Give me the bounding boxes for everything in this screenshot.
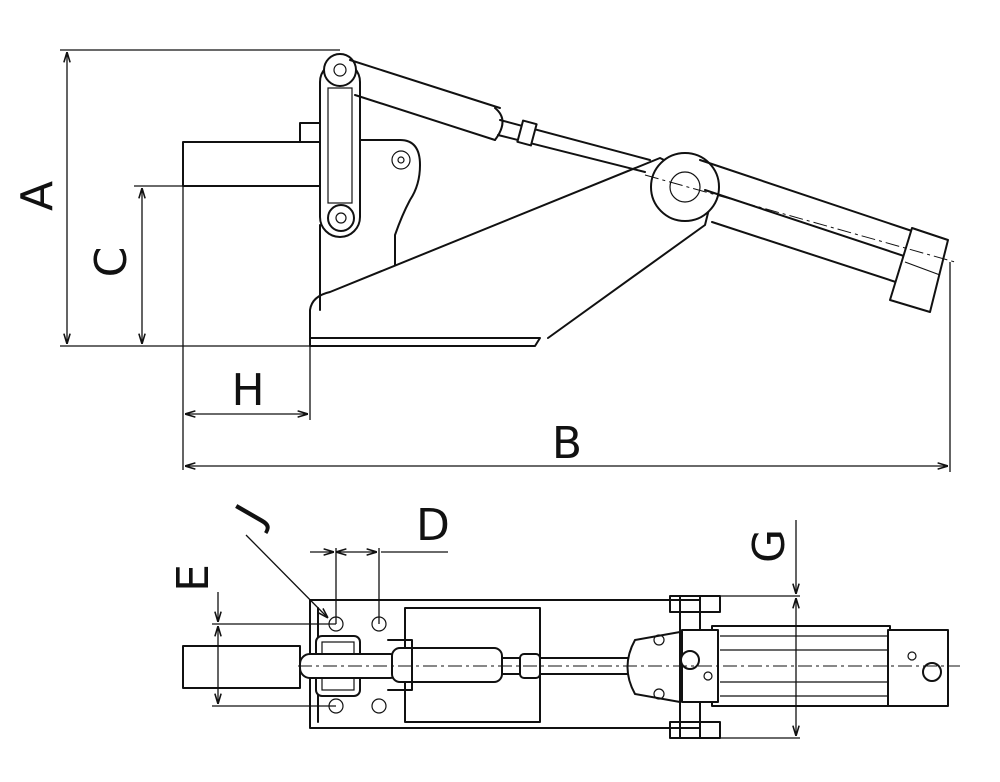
mid-pivot-outer [391, 150, 411, 170]
link-arm [349, 59, 501, 141]
dimension-d: D [310, 500, 450, 624]
cylinder-tubes [720, 635, 890, 697]
bottom-pivot-pin [335, 212, 347, 224]
cylinder-clevis [626, 631, 681, 703]
cylinder-pivot-pin [669, 171, 701, 203]
upright-column-inner [359, 139, 421, 266]
vertical-link-inner [327, 87, 353, 204]
cylinder-end-cap-top [887, 629, 949, 707]
label-c: C [86, 247, 137, 278]
dimension-a: A [12, 49, 340, 347]
base-plate [309, 337, 541, 347]
dimension-g: G [700, 520, 800, 739]
top-view [182, 595, 960, 739]
label-e: E [168, 564, 219, 592]
end-cap-bolt-small [907, 651, 917, 661]
clevis-pin-top [653, 634, 665, 646]
plunger-clevis [387, 639, 413, 691]
side-view [182, 53, 956, 347]
clevis-pin-bottom [653, 688, 665, 700]
cylinder-pivot-boss [650, 152, 720, 222]
link-arm-end [494, 107, 504, 141]
plunger-body [391, 647, 503, 683]
bottom-pivot-outer [327, 204, 355, 232]
label-g: G [744, 529, 795, 563]
air-cylinder [699, 159, 916, 286]
top-pivot-pin [333, 63, 347, 77]
cylinder-centerline [644, 174, 956, 263]
base-outline [309, 599, 701, 729]
front-bar-top [182, 645, 301, 689]
base-inner-frame [404, 607, 541, 723]
end-cap-bolt [922, 662, 942, 682]
mid-pivot-pin [397, 156, 405, 164]
label-j: J [225, 496, 277, 535]
label-d: D [416, 500, 450, 551]
dimension-e: E [168, 564, 336, 707]
label-b: B [552, 418, 582, 469]
rod-collar [516, 119, 538, 147]
front-bar [182, 141, 323, 187]
label-a: A [12, 181, 63, 211]
dimension-c: C [86, 185, 183, 344]
label-h: H [231, 365, 264, 416]
dimension-h: H [182, 186, 311, 470]
flange-bolt-small [703, 671, 713, 681]
cylinder-end-cap [889, 227, 949, 313]
cylinder-end-cap-line [904, 261, 941, 276]
flange-bolt [680, 650, 700, 670]
guide-block [299, 122, 323, 143]
mounting-hole-4 [371, 698, 387, 714]
top-pivot-outer [323, 53, 357, 87]
dimension-b: B [185, 262, 951, 472]
